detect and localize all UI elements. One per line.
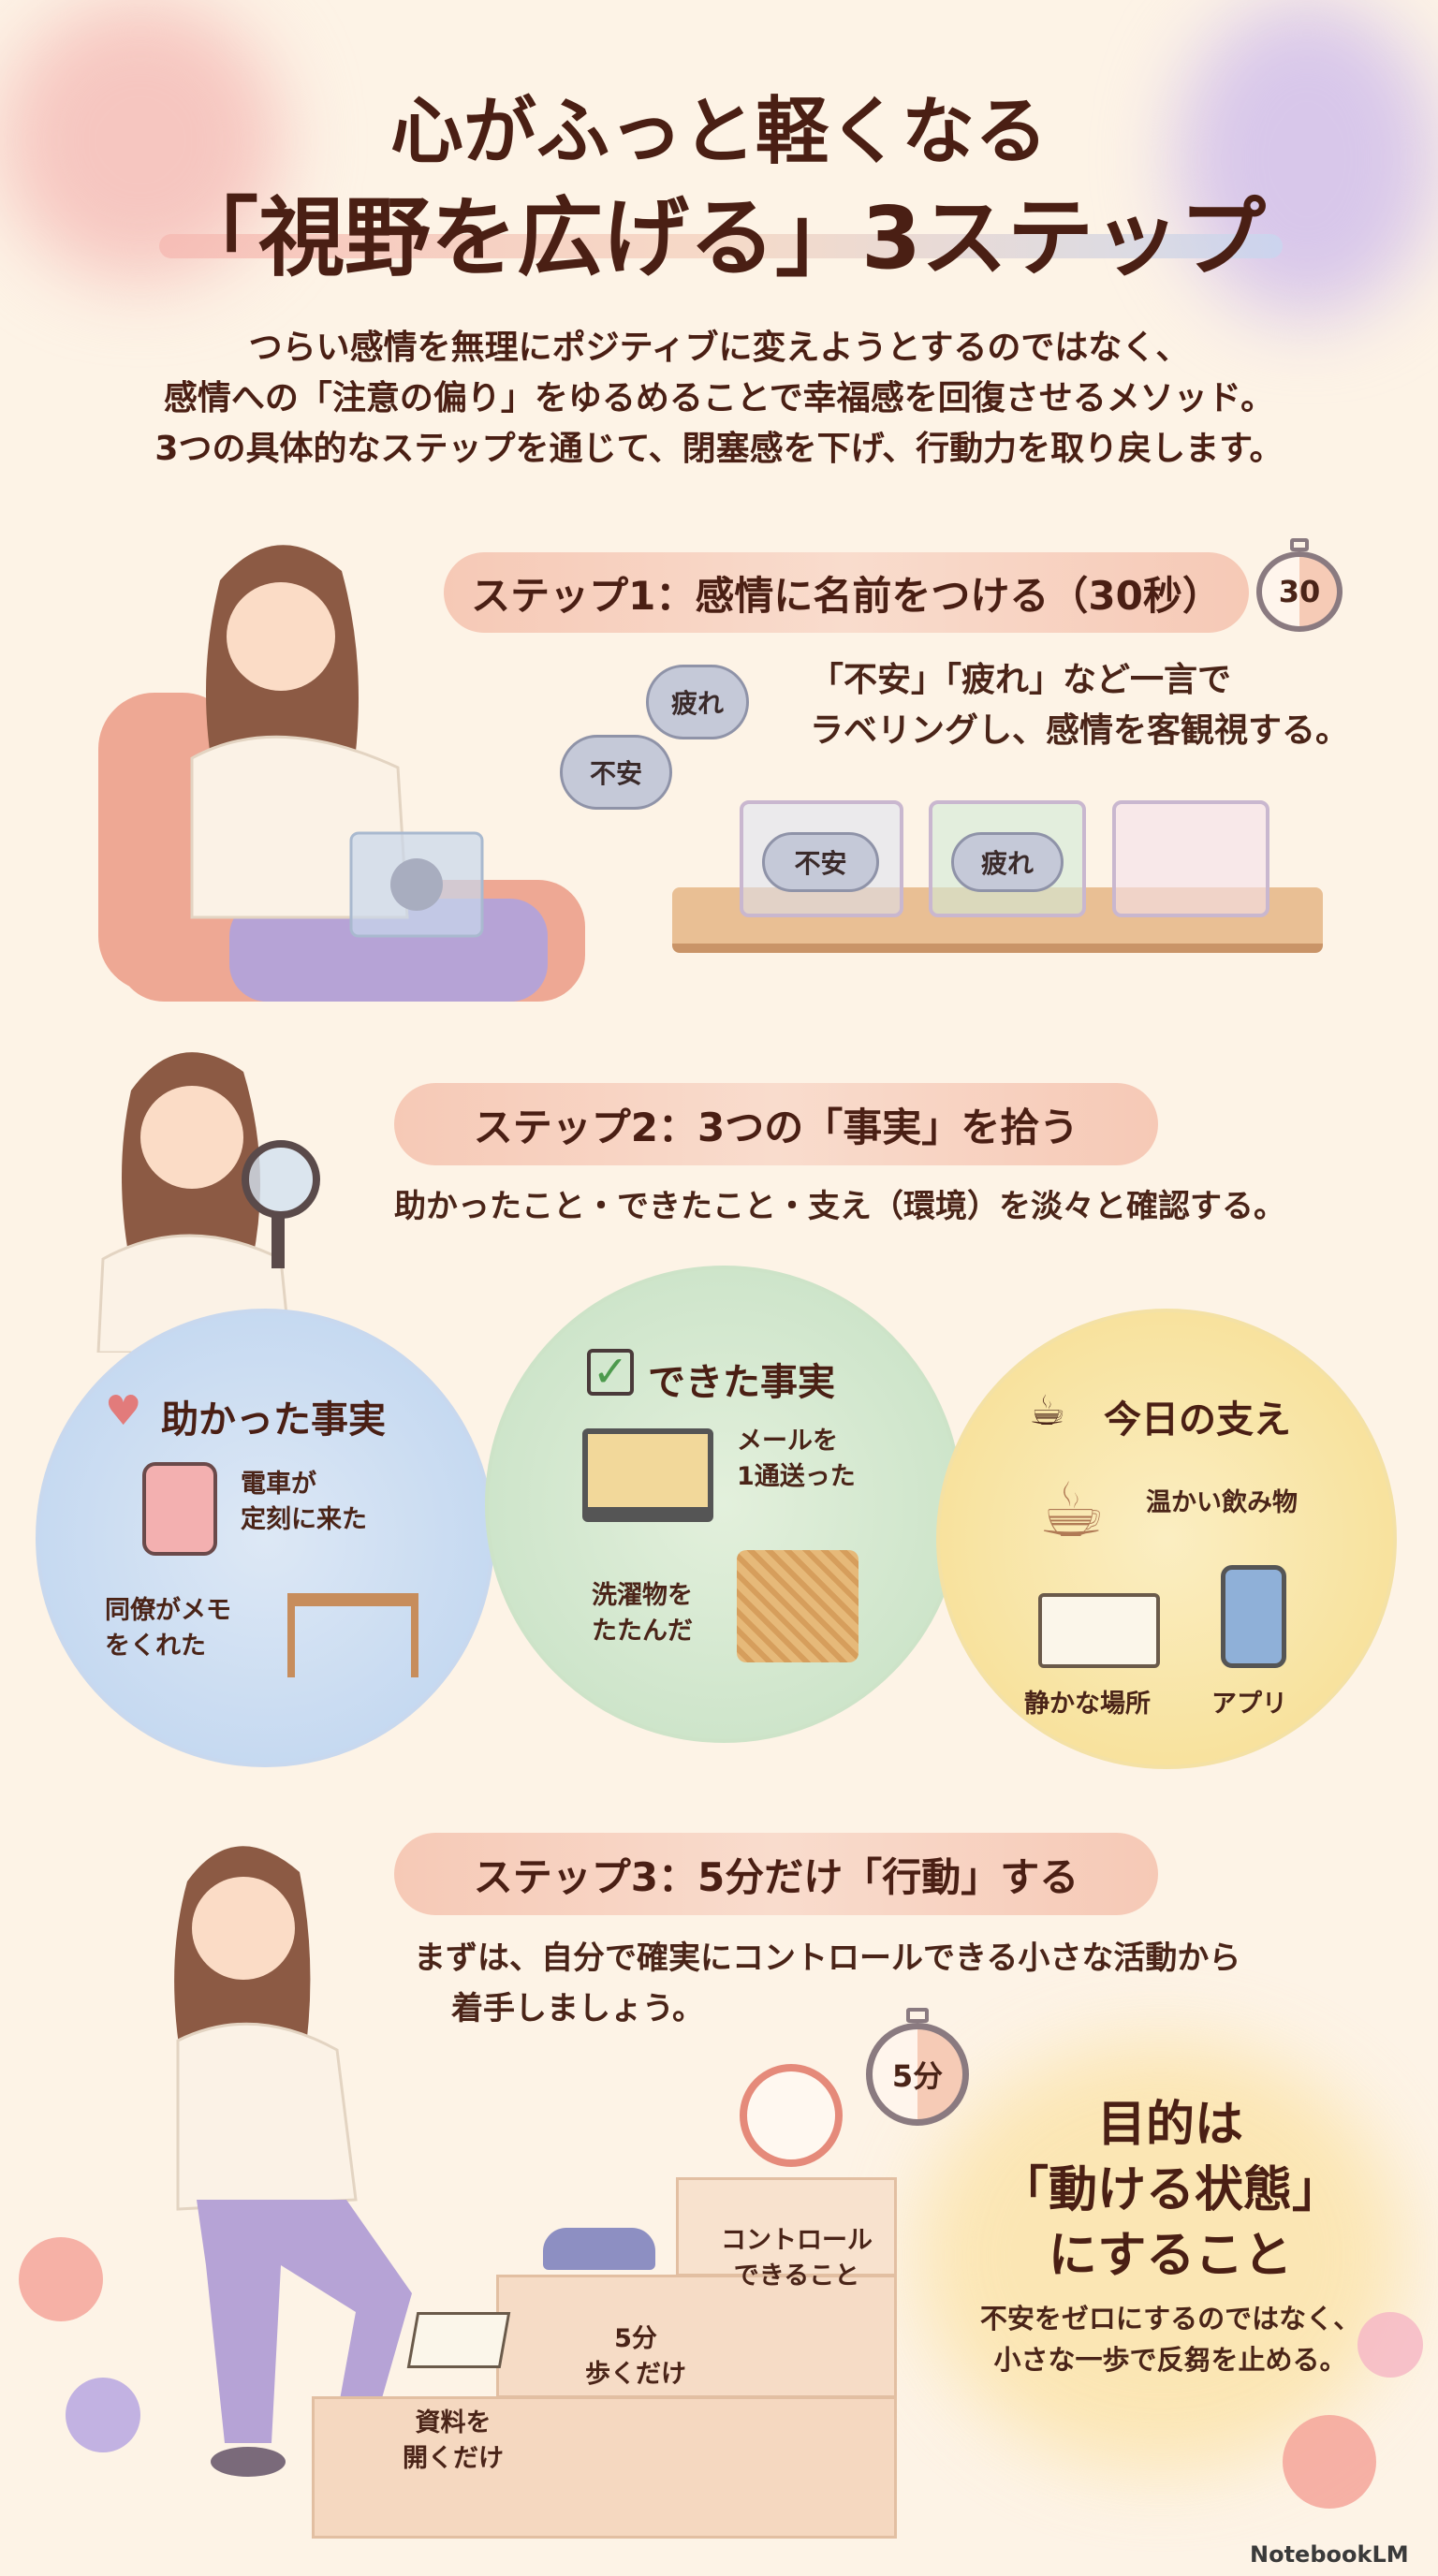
card-helped: ♥ 助かった事実 電車が 定刻に来た 同僚がメモ をくれた — [36, 1309, 494, 1767]
emotion-box: 不安 — [740, 800, 903, 917]
title-line1: 心がふっと軽くなる — [389, 90, 1048, 174]
stair-label: 資料を 開くだけ — [403, 2408, 504, 2473]
coffee-cup-icon: ☕ — [1038, 1467, 1106, 1554]
woman-magnifier-illustration — [96, 1052, 320, 1353]
step2-heading: ステップ2：3つの「事実」を拾う — [394, 1083, 1158, 1165]
step1-heading: ステップ1：感情に名前をつける（30秒） — [444, 552, 1249, 633]
step3-desc: 着手しましょう。 — [451, 1990, 704, 2027]
intro-line: 感情への「注意の偏り」をゆるめることで幸福感を回復させるメソッド。 — [163, 379, 1275, 417]
card-title: できた事実 — [648, 1361, 835, 1404]
woman-stairs-illustration — [174, 1846, 412, 2477]
cloud-label: 不安 — [560, 735, 672, 810]
notebooklm-watermark: NotebookLM — [1250, 2541, 1409, 2568]
goal-line: 「動ける状態」 — [999, 2162, 1341, 2218]
open-book-icon — [1038, 1593, 1160, 1668]
desk-memo-icon — [287, 1593, 418, 1677]
step3-desc: まずは、自分で確実にコントロールできる小さな活動から — [414, 1939, 1241, 1977]
timer-label: 5分 — [866, 2023, 969, 2126]
train-icon — [142, 1462, 217, 1556]
woman-chair-illustration — [98, 545, 585, 1002]
goal-line: にすること — [1048, 2228, 1293, 2284]
goal-desc: 小さな一歩で反芻を止める。 — [993, 2344, 1347, 2376]
intro-line: つらい感情を無理にポジティブに変えようとするのではなく、 — [248, 329, 1190, 367]
step1-desc: 「不安」「疲れ」など一言で — [810, 661, 1232, 699]
timer-label: 30 — [1256, 551, 1343, 632]
flower-decoration — [19, 2237, 103, 2321]
title-line2: 「視野を広げる」3ステップ — [171, 188, 1266, 288]
goal-blob — [917, 2041, 1404, 2471]
stair-step-1 — [312, 2396, 897, 2539]
alarm-clock-icon — [740, 2064, 843, 2167]
card-title: 今日の支え — [1104, 1398, 1291, 1442]
intro-line: 3つの具体的なステップを通じて、閉塞感を下げ、行動力を取り戻します。 — [154, 430, 1284, 468]
title-underline — [159, 234, 1283, 258]
heart-hands-icon: ♥ — [105, 1387, 142, 1435]
emotion-box: 疲れ — [929, 800, 1086, 917]
emotion-box-empty — [1112, 800, 1269, 917]
card-item: メールを 1通送った — [737, 1427, 856, 1491]
flower-decoration — [1357, 2312, 1423, 2378]
checkbox-icon: ✓ — [587, 1349, 634, 1396]
stair-label: コントロール できること — [721, 2226, 873, 2291]
stair-label: 5分 歩くだけ — [585, 2324, 686, 2389]
card-item: 洗濯物を たたんだ — [592, 1581, 693, 1646]
smartphone-icon — [1221, 1565, 1286, 1668]
laptop-mail-icon — [582, 1428, 713, 1522]
card-item: 静かな場所 — [1024, 1690, 1151, 1719]
card-item: 同僚がメモ をくれた — [105, 1596, 231, 1661]
card-support: ☕ 今日の支え ☕ 温かい飲み物 静かな場所 アプリ — [936, 1309, 1397, 1769]
card-item: アプリ — [1211, 1690, 1287, 1719]
step1-desc: ラベリングし、感情を客観視する。 — [810, 711, 1350, 750]
goal-desc: 不安をゼロにするのではなく、 — [979, 2303, 1361, 2334]
sneakers-icon — [543, 2228, 655, 2270]
card-item: 電車が 定刻に来た — [241, 1470, 367, 1534]
box-label: 不安 — [762, 832, 879, 892]
laundry-basket-icon — [737, 1550, 858, 1662]
stopwatch-icon: 5分 — [866, 2008, 969, 2126]
card-title: 助かった事実 — [161, 1398, 386, 1442]
step2-desc: 助かったこと・できたこと・支え（環境）を淡々と確認する。 — [394, 1188, 1285, 1225]
book-icon — [406, 2312, 511, 2368]
bg-watercolor — [1176, 0, 1438, 318]
flower-decoration — [1283, 2415, 1376, 2509]
step3-heading: ステップ3：5分だけ「行動」する — [394, 1833, 1158, 1915]
stopwatch-icon: 30 — [1256, 538, 1343, 632]
stair-step-3 — [676, 2177, 897, 2276]
plant-cup-icon: ☕ — [1029, 1387, 1066, 1435]
cloud-label: 疲れ — [646, 665, 749, 739]
flower-decoration — [66, 2378, 140, 2452]
card-item: 温かい飲み物 — [1146, 1488, 1298, 1517]
box-label: 疲れ — [951, 832, 1064, 892]
goal-line: 目的は — [1096, 2097, 1243, 2153]
card-done: ✓ できた事実 メールを 1通送った 洗濯物を たたんだ — [485, 1266, 962, 1743]
